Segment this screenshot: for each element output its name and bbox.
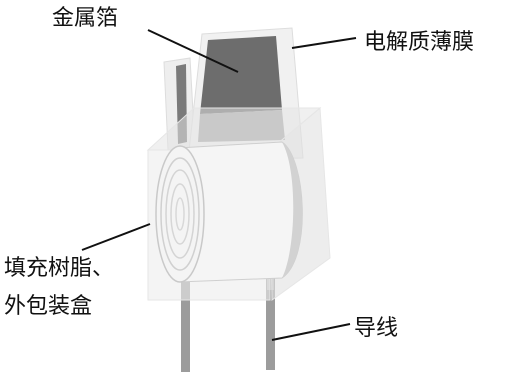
label-filling-resin: 填充树脂、 <box>4 256 115 281</box>
lead-wire-right <box>266 278 275 370</box>
leader-metal-foil <box>147 29 239 73</box>
metal-foil-sheet <box>200 36 282 114</box>
roll-ring-3 <box>170 183 190 245</box>
label-lead-wire: 导线 <box>354 316 399 341</box>
roll-end-face <box>155 145 205 283</box>
label-metal-foil: 金属箔 <box>52 6 119 31</box>
leader-case <box>81 223 151 251</box>
leader-electrolyte-film <box>291 37 357 49</box>
leader-lead-wire <box>271 323 351 341</box>
leader-lines <box>81 29 357 341</box>
roll-ring-4 <box>175 197 185 231</box>
roll-right-shade <box>282 142 303 278</box>
roll-ring-2 <box>165 169 195 259</box>
roll-ring-1 <box>160 157 200 271</box>
label-outer-case: 外包装盒 <box>4 294 93 319</box>
lead-wire-left <box>181 268 190 372</box>
capacitor-roll <box>155 141 303 283</box>
label-electrolyte-film: 电解质薄膜 <box>364 30 475 55</box>
